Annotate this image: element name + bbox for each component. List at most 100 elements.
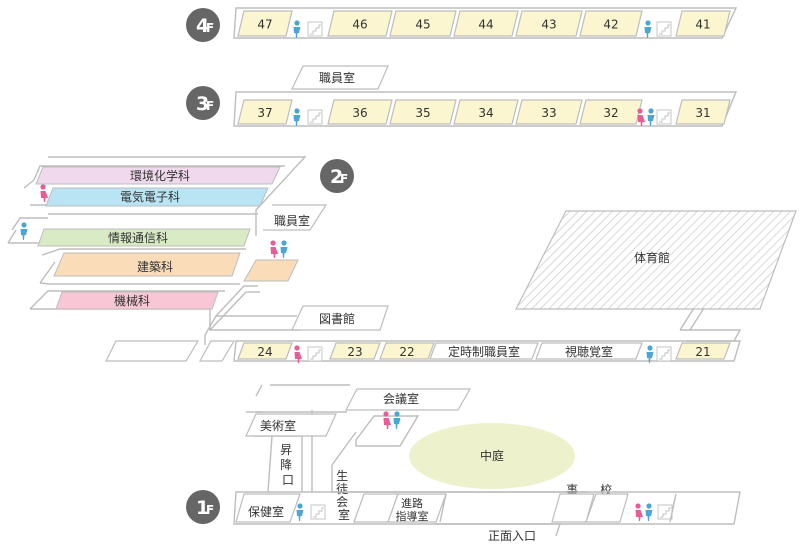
stairs-icon xyxy=(656,21,672,37)
classroom-32[interactable]: 32 xyxy=(579,99,643,125)
classroom-42[interactable]: 42 xyxy=(579,10,643,37)
meeting-room[interactable] xyxy=(345,388,472,411)
dept-electrical-electronic[interactable] xyxy=(45,187,269,207)
classroom-46[interactable]: 46 xyxy=(327,10,393,37)
classroom-37[interactable]: 37 xyxy=(237,99,293,125)
floor-1: 1 F 会議室 美術室 昇 降 口 中庭 xyxy=(186,384,741,543)
main-entrance-label: 正面入口 xyxy=(488,529,536,543)
floor-badge-suffix: F xyxy=(206,21,214,35)
toilet-male-icon xyxy=(393,411,401,429)
career-guidance-room[interactable]: 進路 指導室 xyxy=(387,493,447,523)
floor-badge-suffix: F xyxy=(340,172,348,186)
classroom-43[interactable]: 43 xyxy=(515,10,583,37)
classroom-37-label: 37 xyxy=(257,106,272,120)
library[interactable] xyxy=(291,305,389,331)
floor-badge-2f: 2 F xyxy=(320,159,354,193)
floor-3: 3 F 職員室 37 36 35 34 33 32 31 xyxy=(186,65,738,127)
art-room-label: 美術室 xyxy=(260,418,296,433)
floor-badge-suffix: F xyxy=(206,99,214,113)
dept-info-comm[interactable] xyxy=(37,228,251,247)
floor-badge-3f: 3 F xyxy=(186,86,220,120)
floor-badge-number: 4 xyxy=(196,15,209,37)
stairs-icon xyxy=(657,504,673,520)
dept-info-comm-label: 情報通信科 xyxy=(108,231,168,245)
classroom-22[interactable]: 22 xyxy=(379,342,435,360)
staff-room-3f[interactable] xyxy=(291,65,389,90)
classroom-24[interactable]: 24 xyxy=(237,342,293,360)
classroom-44-label: 44 xyxy=(478,18,493,32)
toilet-male-icon xyxy=(645,503,653,521)
dept-environment-chemistry[interactable] xyxy=(35,166,281,185)
dept-electrical-electronic-label: 電気電子科 xyxy=(120,189,180,204)
health-room-label: 保健室 xyxy=(248,504,284,519)
classroom-33[interactable]: 33 xyxy=(515,99,583,125)
classroom-41[interactable]: 41 xyxy=(675,10,731,37)
gymnasium-label: 体育館 xyxy=(634,250,670,265)
classroom-42-label: 42 xyxy=(603,18,618,32)
classroom-47[interactable]: 47 xyxy=(237,10,293,37)
toilet-female-icon xyxy=(637,108,645,126)
classroom-33-label: 33 xyxy=(541,106,556,120)
classroom-21[interactable]: 21 xyxy=(675,342,731,360)
career-guidance-label-line2: 指導室 xyxy=(396,509,429,523)
floor-2: 2 F 環境化学科 電気電子科 情報通信科 建築科 機 xyxy=(7,156,797,363)
dept-architecture[interactable] xyxy=(53,252,241,277)
classroom-45[interactable]: 45 xyxy=(389,10,457,37)
dept-environment-chemistry-label: 環境化学科 xyxy=(130,168,190,183)
toilet-male-icon xyxy=(280,240,288,258)
part-time-staff-room-label: 定時制職員室 xyxy=(448,344,520,359)
staff-room-3f-label: 職員室 xyxy=(319,70,355,85)
floor-badge-1f: 1 F xyxy=(186,490,220,524)
classroom-32-label: 32 xyxy=(603,106,618,120)
classroom-34[interactable]: 34 xyxy=(453,99,519,125)
corridor-segment xyxy=(198,340,236,362)
classroom-43-label: 43 xyxy=(541,18,556,32)
toilet-male-icon xyxy=(296,503,304,521)
classroom-34-label: 34 xyxy=(478,106,493,120)
classroom-44[interactable]: 44 xyxy=(453,10,519,37)
floor-badge-suffix: F xyxy=(206,503,214,517)
corridor-segment xyxy=(105,340,200,362)
floor-badge-number: 3 xyxy=(196,93,209,115)
student-council-label: 生 徒 会 室 xyxy=(336,469,352,522)
classroom-31[interactable]: 31 xyxy=(675,99,731,125)
toilet-male-icon xyxy=(647,108,655,126)
staff-room-2f[interactable] xyxy=(263,204,328,231)
entrance-hall-label: 昇 降 口 xyxy=(280,443,296,487)
classroom-35[interactable]: 35 xyxy=(389,99,457,125)
stairs-icon xyxy=(656,346,672,362)
stairs-icon xyxy=(307,346,323,362)
health-room[interactable]: 保健室 xyxy=(235,493,301,523)
toilet-male-icon xyxy=(293,20,301,38)
audiovisual-room[interactable]: 視聴覚室 xyxy=(535,342,643,360)
classroom-41-label: 41 xyxy=(695,18,710,32)
toilet-female-icon xyxy=(40,184,48,202)
gymnasium[interactable] xyxy=(515,210,797,310)
classroom-36[interactable]: 36 xyxy=(327,99,393,125)
dept-mechanical[interactable] xyxy=(55,291,219,310)
classroom-23[interactable]: 23 xyxy=(329,342,381,360)
toilet-male-icon xyxy=(644,20,652,38)
career-guidance-label-line1: 進路 xyxy=(401,497,423,510)
floor-badge-4f: 4 F xyxy=(186,8,220,42)
toilet-female-icon xyxy=(270,240,278,258)
library-label: 図書館 xyxy=(319,311,355,326)
classroom-47-label: 47 xyxy=(257,18,272,32)
classroom-35-label: 35 xyxy=(415,106,430,120)
classroom-24-label: 24 xyxy=(257,345,272,359)
classroom-45-label: 45 xyxy=(415,18,430,32)
dept-architecture-label: 建築科 xyxy=(137,259,173,274)
toilet-female-icon xyxy=(635,503,643,521)
floor-badge-number: 2 xyxy=(330,166,343,188)
art-room[interactable] xyxy=(245,413,337,437)
classroom-21-label: 21 xyxy=(695,345,710,359)
staff-room-2f-label: 職員室 xyxy=(274,213,310,228)
stairs-icon xyxy=(656,109,672,125)
dept-architecture-annex xyxy=(243,259,299,282)
toilet-male-icon xyxy=(20,222,28,240)
toilet-male-icon xyxy=(293,108,301,126)
stairs-icon xyxy=(307,21,323,37)
stairs-icon xyxy=(307,109,323,125)
principal-office[interactable] xyxy=(585,493,629,523)
part-time-staff-room[interactable]: 定時制職員室 xyxy=(429,342,539,360)
